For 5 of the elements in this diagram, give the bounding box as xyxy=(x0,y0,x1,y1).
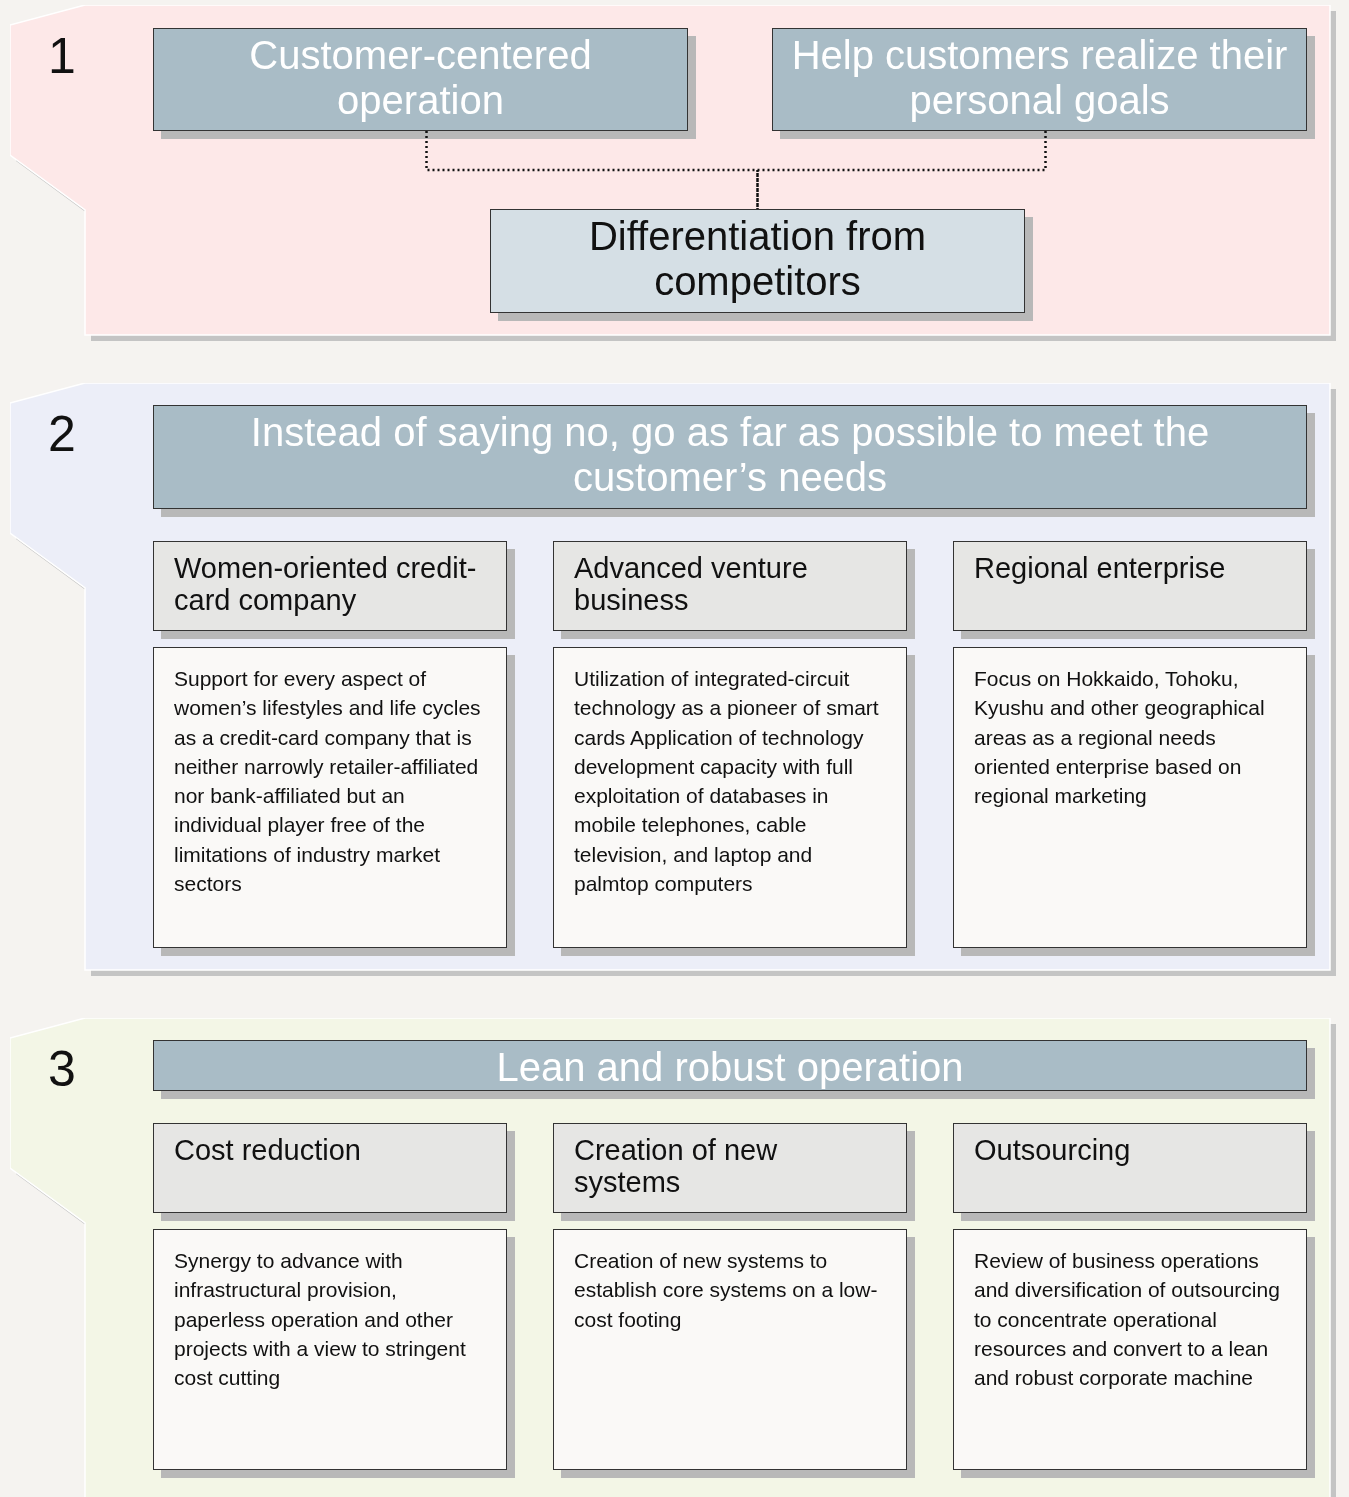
section-number: 2 xyxy=(48,405,76,463)
section-number: 1 xyxy=(48,27,76,85)
dotted-connector xyxy=(425,131,759,209)
section-number: 3 xyxy=(48,1040,76,1098)
dotted-connector xyxy=(756,131,1047,209)
